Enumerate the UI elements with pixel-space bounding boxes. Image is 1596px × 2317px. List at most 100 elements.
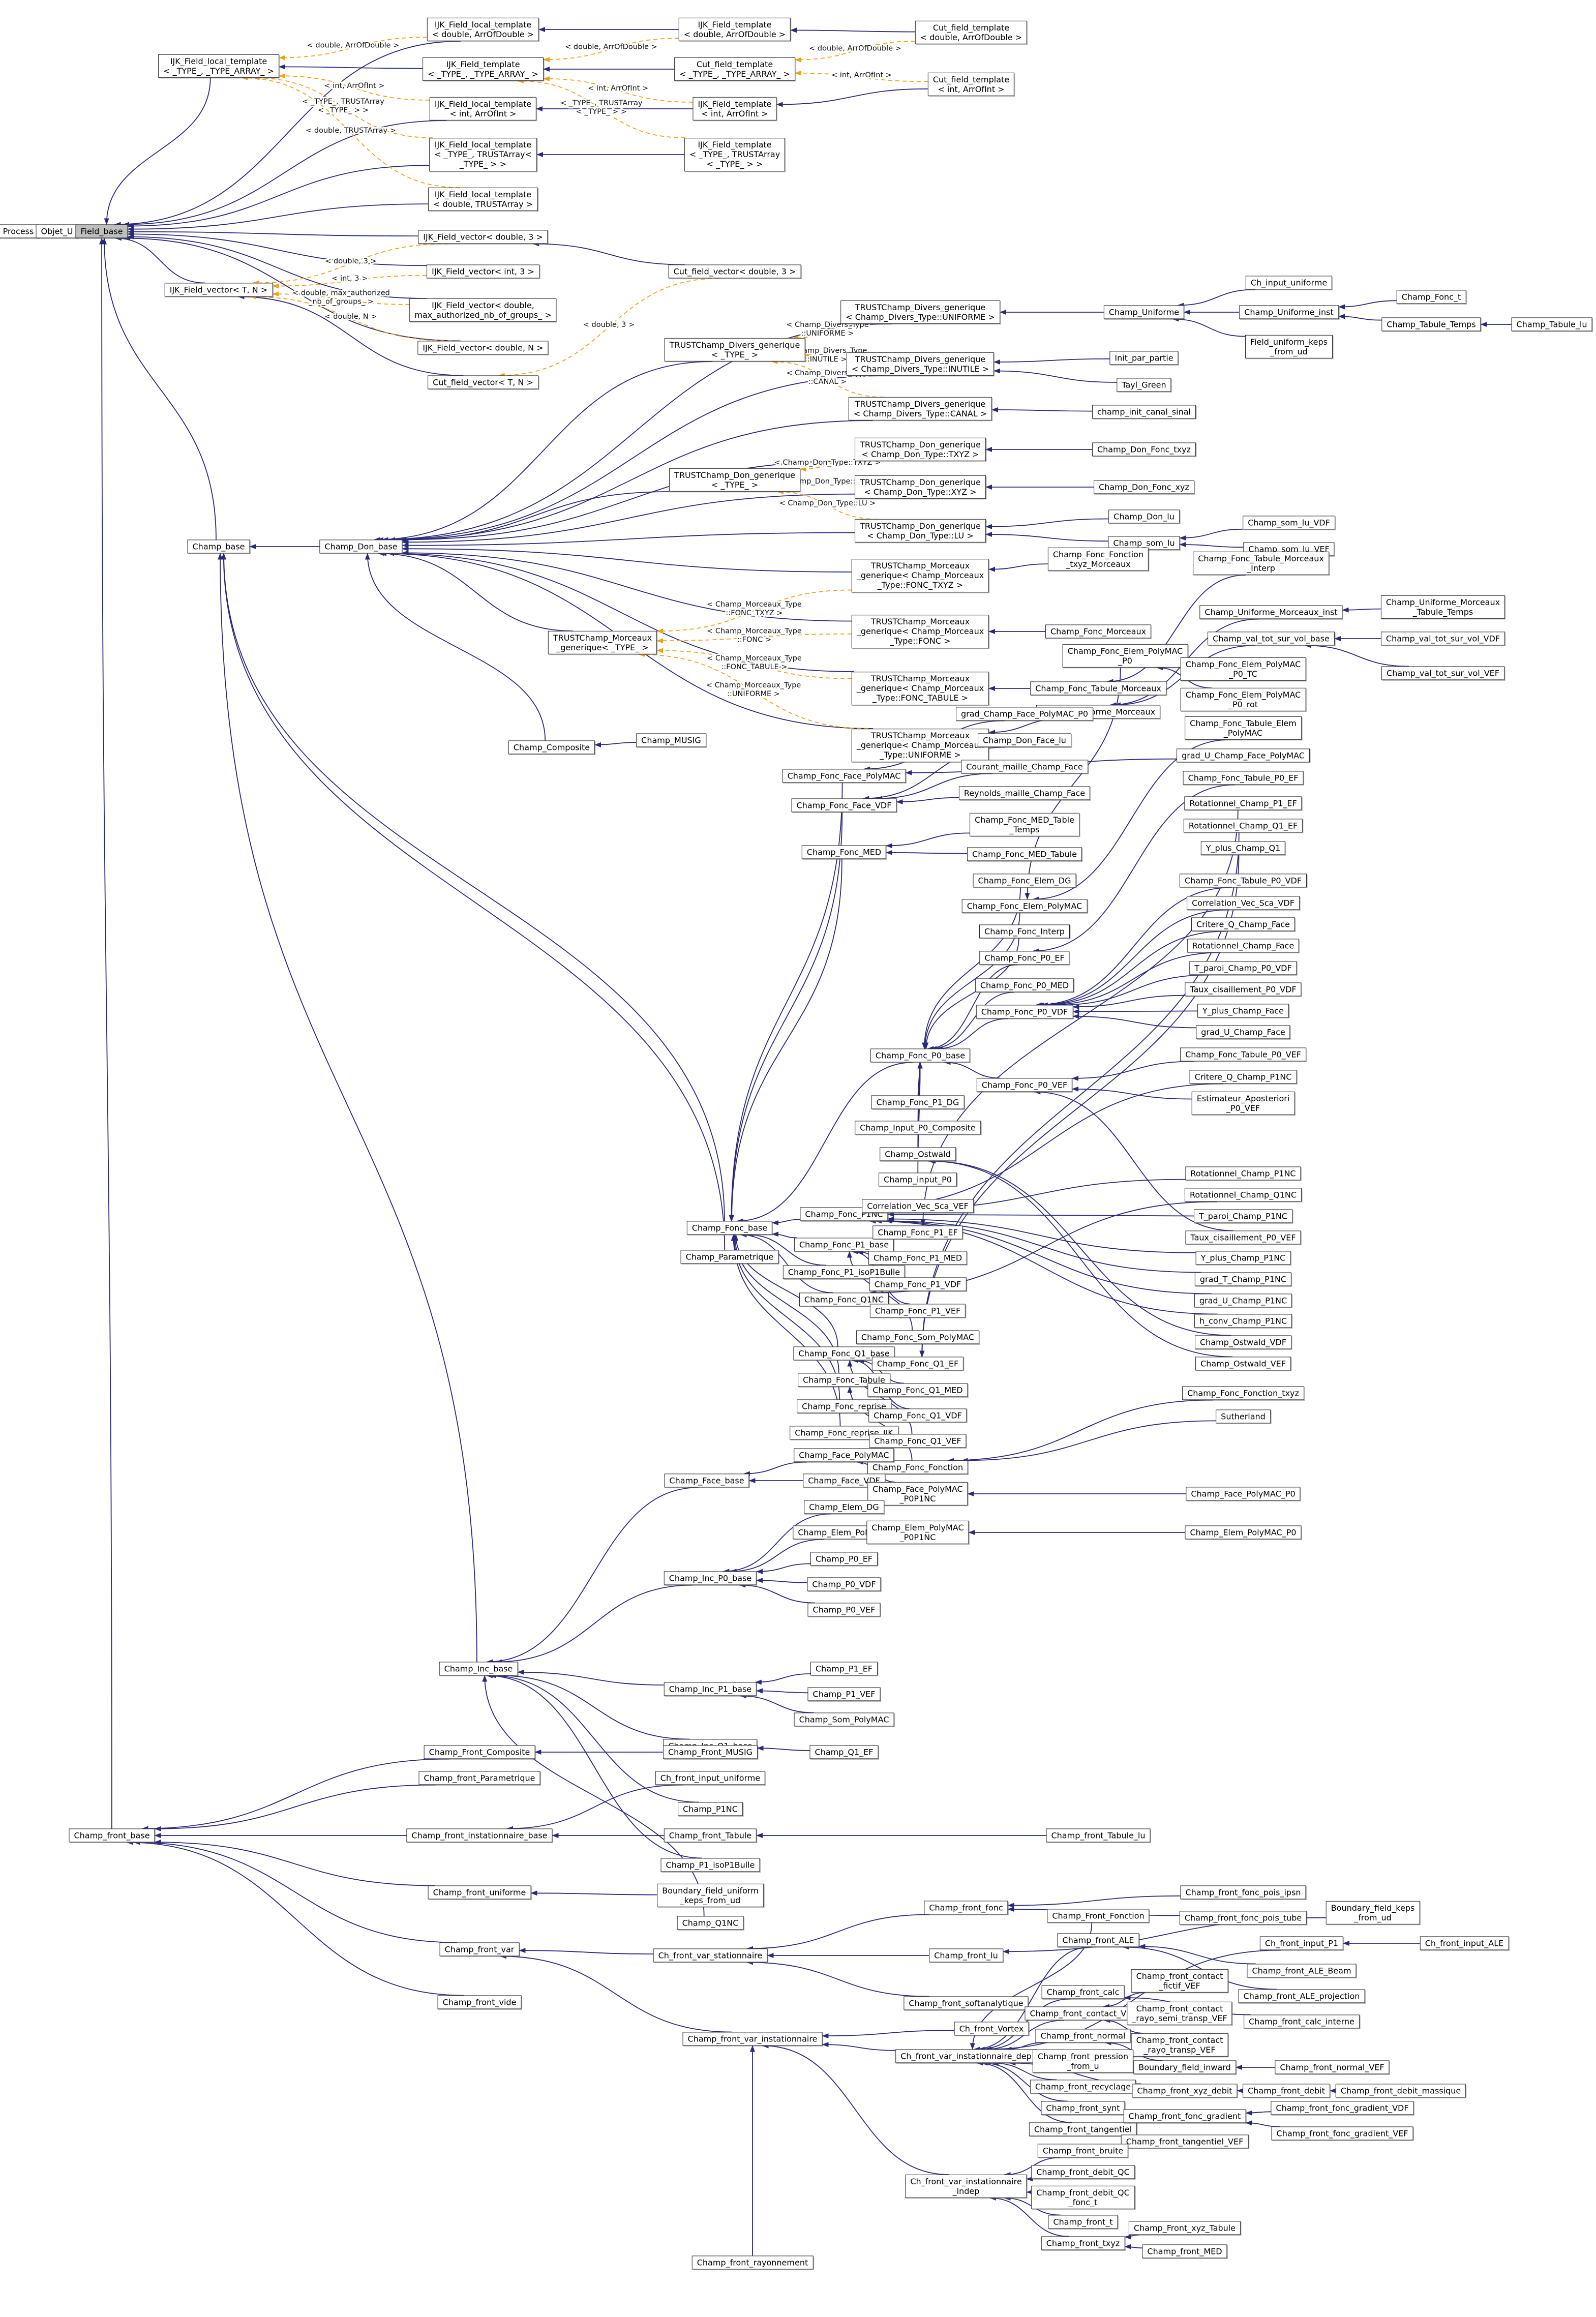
class-node-champ_don_face_lu[interactable]: Champ_Don_Face_lu bbox=[978, 733, 1071, 747]
class-node-don_txyz[interactable]: TRUSTChamp_Don_generique < Champ_Don_Typ… bbox=[855, 437, 986, 462]
class-node-champ_front_softanalytique[interactable]: Champ_front_softanalytique bbox=[904, 1996, 1029, 2010]
class-node-c_fonc_p1_dg[interactable]: Champ_Fonc_P1_DG bbox=[871, 1095, 965, 1109]
class-node-c_fonc_face_vdf[interactable]: Champ_Fonc_Face_VDF bbox=[791, 798, 897, 813]
class-node-c_fonc_elem_polymac_p0[interactable]: Champ_Fonc_Elem_PolyMAC _P0 bbox=[1062, 644, 1188, 668]
class-node-c_fonc_q1_vef[interactable]: Champ_Fonc_Q1_VEF bbox=[869, 1434, 967, 1448]
class-node-champ_front_bruite[interactable]: Champ_front_bruite bbox=[1037, 2144, 1129, 2158]
class-node-grad_u_champ_p1nc[interactable]: grad_U_Champ_P1NC bbox=[1194, 1293, 1292, 1308]
class-node-c_fonc_med_table_temps[interactable]: Champ_Fonc_MED_Table _Temps bbox=[970, 813, 1079, 837]
class-node-tt_trust[interactable]: IJK_Field_template < _TYPE_, TRUSTArray … bbox=[684, 138, 786, 171]
class-node-field_base[interactable]: Field_base bbox=[75, 224, 128, 238]
class-node-grad_u_champ_face_polymac[interactable]: grad_U_Champ_Face_PolyMAC bbox=[1177, 748, 1310, 763]
class-node-champ_tabule_lu[interactable]: Champ_Tabule_lu bbox=[1511, 317, 1592, 332]
class-node-tc_iAoI[interactable]: Cut_field_template < int, ArrOfInt > bbox=[927, 72, 1015, 97]
class-node-champ_front_normal_vef[interactable]: Champ_front_normal_VEF bbox=[1275, 2060, 1390, 2074]
class-node-c_fonc_q1_med[interactable]: Champ_Fonc_Q1_MED bbox=[867, 1383, 968, 1397]
class-node-c_fonc_p0_med[interactable]: Champ_Fonc_P0_MED bbox=[975, 978, 1074, 992]
class-node-c_fonc_tabule_p0_ef[interactable]: Champ_Fonc_Tabule_P0_EF bbox=[1183, 771, 1304, 785]
class-node-ch_front_input_ale[interactable]: Ch_front_input_ALE bbox=[1420, 1936, 1509, 1950]
class-node-champ_front_uniforme[interactable]: Champ_front_uniforme bbox=[428, 1885, 531, 1900]
class-node-c_fonc_q1_ef[interactable]: Champ_Fonc_Q1_EF bbox=[871, 1357, 964, 1371]
class-node-tl_dtrust[interactable]: IJK_Field_local_template < double, TRUST… bbox=[428, 187, 538, 212]
class-node-ch_front_var_inst_dep[interactable]: Ch_front_var_instationnaire_dep bbox=[895, 2049, 1037, 2063]
class-node-champ_front_var[interactable]: Champ_front_var bbox=[439, 1942, 520, 1957]
class-node-champ_ostwald_vdf[interactable]: Champ_Ostwald_VDF bbox=[1194, 1335, 1292, 1349]
class-node-rotationnel_champ_q1_ef[interactable]: Rotationnel_Champ_Q1_EF bbox=[1183, 819, 1303, 833]
class-node-champ_front_parametrique[interactable]: Champ_front_Parametrique bbox=[418, 1771, 540, 1785]
class-node-sutherland[interactable]: Sutherland bbox=[1216, 1409, 1271, 1424]
class-node-champ_front_txyz[interactable]: Champ_front_txyz bbox=[1041, 2236, 1125, 2250]
class-node-champ_face_polymac[interactable]: Champ_Face_PolyMAC bbox=[794, 1448, 894, 1462]
class-node-m_fonc_tabule[interactable]: TRUSTChamp_Morceaux _generique< Champ_Mo… bbox=[851, 672, 989, 705]
class-node-ch_front_var_stationnaire[interactable]: Ch_front_var_stationnaire bbox=[653, 1948, 768, 1963]
class-node-champ_p1_isop1bulle[interactable]: Champ_P1_isoP1Bulle bbox=[660, 1858, 760, 1872]
class-node-champ_face_base[interactable]: Champ_Face_base bbox=[664, 1473, 749, 1488]
class-node-champ_front_fonc_gradient[interactable]: Champ_front_fonc_gradient bbox=[1123, 2109, 1246, 2123]
class-node-c_fonc_p1_vdf[interactable]: Champ_Fonc_P1_VDF bbox=[869, 1277, 967, 1291]
class-node-correlation_vec_sca_vef[interactable]: Correlation_Vec_Sca_VEF bbox=[862, 1199, 974, 1213]
class-node-c_fonc_reprise_ijk[interactable]: Champ_Fonc_reprise_IJK bbox=[790, 1426, 898, 1440]
class-node-champ_front_fonction[interactable]: Champ_Front_Fonction bbox=[1047, 1909, 1150, 1923]
class-node-c_fonc_tabule_m_interp[interactable]: Champ_Fonc_Tabule_Morceaux _Interp bbox=[1193, 551, 1329, 576]
class-node-champ_front_contact_rayo_transp[interactable]: Champ_front_contact _rayo_transp_VEF bbox=[1131, 2033, 1228, 2057]
class-node-champ_fonc_base[interactable]: Champ_Fonc_base bbox=[686, 1221, 773, 1235]
class-node-champ_elem_polymac_p0[interactable]: Champ_Elem_PolyMAC_P0 bbox=[1185, 1525, 1302, 1540]
class-node-c_fonc_p1_base[interactable]: Champ_Fonc_P1_base bbox=[794, 1238, 894, 1252]
class-node-c_fonc_p1_vef[interactable]: Champ_Fonc_P1_VEF bbox=[869, 1304, 966, 1318]
class-node-champ_front_normal[interactable]: Champ_front_normal bbox=[1035, 2029, 1131, 2043]
class-node-champ_front_synt[interactable]: Champ_front_synt bbox=[1041, 2101, 1125, 2115]
class-node-champ_front_ale_beam[interactable]: Champ_front_ALE_Beam bbox=[1247, 1964, 1357, 1978]
class-node-c_fonc_med[interactable]: Champ_Fonc_MED bbox=[801, 845, 887, 859]
class-node-process[interactable]: Process bbox=[0, 224, 39, 238]
class-node-champ_front_contact_fictif_vef[interactable]: Champ_front_contact _fictif_VEF bbox=[1131, 1969, 1228, 1993]
class-node-v_tn[interactable]: IJK_Field_vector< T, N > bbox=[164, 283, 273, 297]
class-node-tc_gen[interactable]: Cut_field_template < _TYPE_, _TYPE_ARRAY… bbox=[674, 57, 795, 81]
class-node-champ_p1_vef[interactable]: Champ_P1_VEF bbox=[807, 1687, 881, 1701]
class-node-champ_front_t[interactable]: Champ_front_t bbox=[1048, 2215, 1118, 2229]
class-node-cv_tn[interactable]: Cut_field_vector< T, N > bbox=[428, 375, 538, 389]
class-node-m_uniforme[interactable]: TRUSTChamp_Morceaux _generique< Champ_Mo… bbox=[851, 729, 989, 762]
class-node-tl_dAoD[interactable]: IJK_Field_local_template < double, ArrOf… bbox=[427, 17, 539, 42]
class-node-c_fonc_p0_vef[interactable]: Champ_Fonc_P0_VEF bbox=[976, 1078, 1073, 1092]
class-node-champ_front_debit_qc_fonc_t[interactable]: Champ_front_debit_QC _fonc_t bbox=[1031, 2185, 1135, 2210]
class-node-champ_ostwald_vef[interactable]: Champ_Ostwald_VEF bbox=[1195, 1357, 1291, 1371]
class-node-champ_front_ale_projection[interactable]: Champ_front_ALE_projection bbox=[1238, 1989, 1365, 2003]
class-node-c_fonc_tabule_elem_polymac[interactable]: Champ_Fonc_Tabule_Elem _PolyMAC bbox=[1185, 716, 1302, 740]
class-node-champ_front_fonc_pois_tube[interactable]: Champ_front_fonc_pois_tube bbox=[1179, 1911, 1307, 1925]
class-node-tl_gen[interactable]: IJK_Field_local_template < _TYPE_, _TYPE… bbox=[158, 54, 279, 78]
class-node-t_paroi_champ_p1nc[interactable]: T_paroi_Champ_P1NC bbox=[1193, 1209, 1293, 1223]
class-node-champ_front_fonc_pois_ipsn[interactable]: Champ_front_fonc_pois_ipsn bbox=[1180, 1885, 1306, 1900]
class-node-champ_front_xyz_debit[interactable]: Champ_front_xyz_debit bbox=[1132, 2084, 1238, 2098]
class-node-tc_dAoD[interactable]: Cut_field_template < double, ArrOfDouble… bbox=[915, 20, 1028, 45]
class-node-y_plus_champ_q1[interactable]: Y_plus_Champ_Q1 bbox=[1200, 841, 1286, 855]
class-node-c_fonc_morceaux[interactable]: Champ_Fonc_Morceaux bbox=[1045, 624, 1152, 639]
class-node-ch_input_uniforme[interactable]: Ch_input_uniforme bbox=[1245, 276, 1333, 290]
class-node-v_dmax[interactable]: IJK_Field_vector< double, max_authorized… bbox=[409, 298, 557, 322]
class-node-champ_front_contact_vef[interactable]: Champ_front_contact_VEF bbox=[1025, 2006, 1141, 2021]
class-node-ch_front_input_p1[interactable]: Ch_front_input_P1 bbox=[1259, 1936, 1344, 1950]
class-node-boundary_field_uniform_keps[interactable]: Boundary_field_uniform _keps_from_ud bbox=[657, 1883, 764, 1908]
class-node-champ_face_vdf[interactable]: Champ_Face_VDF bbox=[803, 1473, 885, 1488]
class-node-champ_front_rayonnement[interactable]: Champ_front_rayonnement bbox=[691, 2255, 814, 2270]
class-node-correlation_vec_sca_vdf[interactable]: Correlation_Vec_Sca_VDF bbox=[1187, 896, 1300, 910]
class-node-t_paroi_champ_p0_vdf[interactable]: T_paroi_Champ_P0_VDF bbox=[1189, 961, 1297, 975]
class-node-tt_gen[interactable]: IJK_Field_template < _TYPE_, _TYPE_ARRAY… bbox=[423, 57, 544, 81]
class-node-c_fonc_interp[interactable]: Champ_Fonc_Interp bbox=[979, 924, 1070, 939]
class-node-champ_front_fonc_gradient_vdf[interactable]: Champ_front_fonc_gradient_VDF bbox=[1271, 2101, 1414, 2115]
class-node-champ_composite[interactable]: Champ_Composite bbox=[508, 740, 595, 755]
class-node-champ_som_polymac[interactable]: Champ_Som_PolyMAC bbox=[794, 1712, 894, 1727]
class-node-c_val_tot_vef[interactable]: Champ_val_tot_sur_vol_VEF bbox=[1381, 666, 1504, 680]
class-node-rotationnel_champ_face[interactable]: Rotationnel_Champ_Face bbox=[1187, 939, 1300, 953]
class-node-c_fonc_elem_dg[interactable]: Champ_Fonc_Elem_DG bbox=[973, 874, 1076, 888]
class-node-boundary_field_inward[interactable]: Boundary_field_inward bbox=[1133, 2060, 1236, 2074]
class-node-taux_cisaillement_p0_vdf[interactable]: Taux_cisaillement_P0_VDF bbox=[1185, 982, 1302, 997]
class-node-ch_front_vortex[interactable]: Ch_front_Vortex bbox=[954, 2022, 1029, 2036]
class-node-critere_q_champ_face[interactable]: Critere_Q_Champ_Face bbox=[1191, 917, 1296, 931]
class-node-champ_q1_ef[interactable]: Champ_Q1_EF bbox=[809, 1745, 879, 1759]
class-node-init_par_partie[interactable]: Init_par_partie bbox=[1109, 351, 1179, 365]
class-node-c_fonc_elem_polymac_p0_tc[interactable]: Champ_Fonc_Elem_PolyMAC _P0_TC bbox=[1180, 657, 1306, 681]
class-node-d_canal[interactable]: TRUSTChamp_Divers_generique < Champ_Dive… bbox=[848, 397, 992, 421]
class-node-champ_front_vide[interactable]: Champ_front_vide bbox=[437, 1995, 522, 2009]
class-node-tl_iAoI[interactable]: IJK_Field_local_template < int, ArrOfInt… bbox=[429, 97, 537, 121]
class-node-v_d3[interactable]: IJK_Field_vector< double, 3 > bbox=[418, 230, 548, 244]
